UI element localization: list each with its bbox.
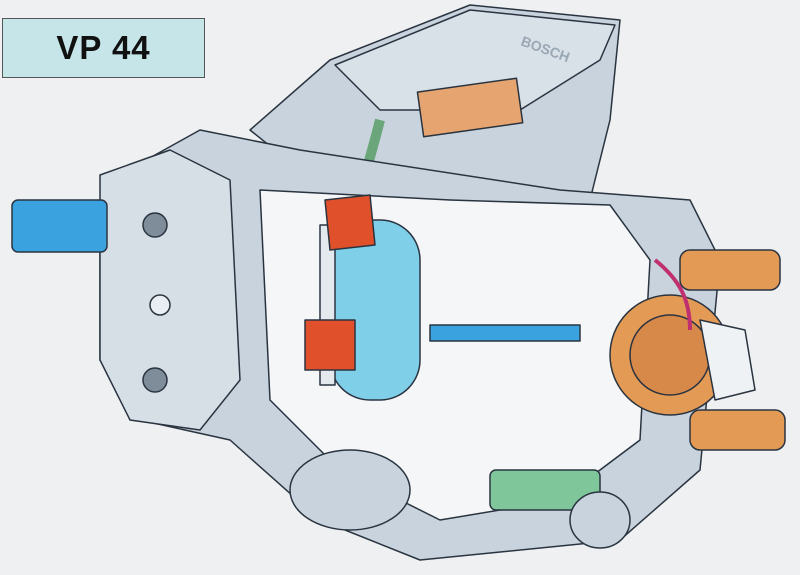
red-plunger-part: [324, 194, 376, 251]
bottom-plug: [569, 491, 631, 549]
flange-bolt-hole: [142, 212, 168, 238]
solenoid-valve: [489, 469, 601, 511]
title-label: VP 44: [2, 18, 205, 78]
title-text: VP 44: [56, 29, 151, 66]
distributor-shaft: [429, 324, 581, 342]
bottom-housing: [289, 449, 411, 531]
mounting-flange: [99, 149, 241, 431]
outlet-valve-cap: [699, 319, 756, 401]
outlet-fitting-upper: [679, 249, 781, 291]
adjust-bolt: [149, 294, 171, 316]
wire: [653, 258, 692, 331]
flange-bolt-hole: [142, 367, 168, 393]
drive-shaft: [11, 199, 108, 253]
outlet-fitting-lower: [689, 409, 786, 451]
control-unit-lid: [334, 9, 616, 111]
outlet-ring-inner: [629, 314, 711, 396]
red-plunger-part: [304, 319, 356, 371]
circuit-board: [416, 77, 524, 138]
